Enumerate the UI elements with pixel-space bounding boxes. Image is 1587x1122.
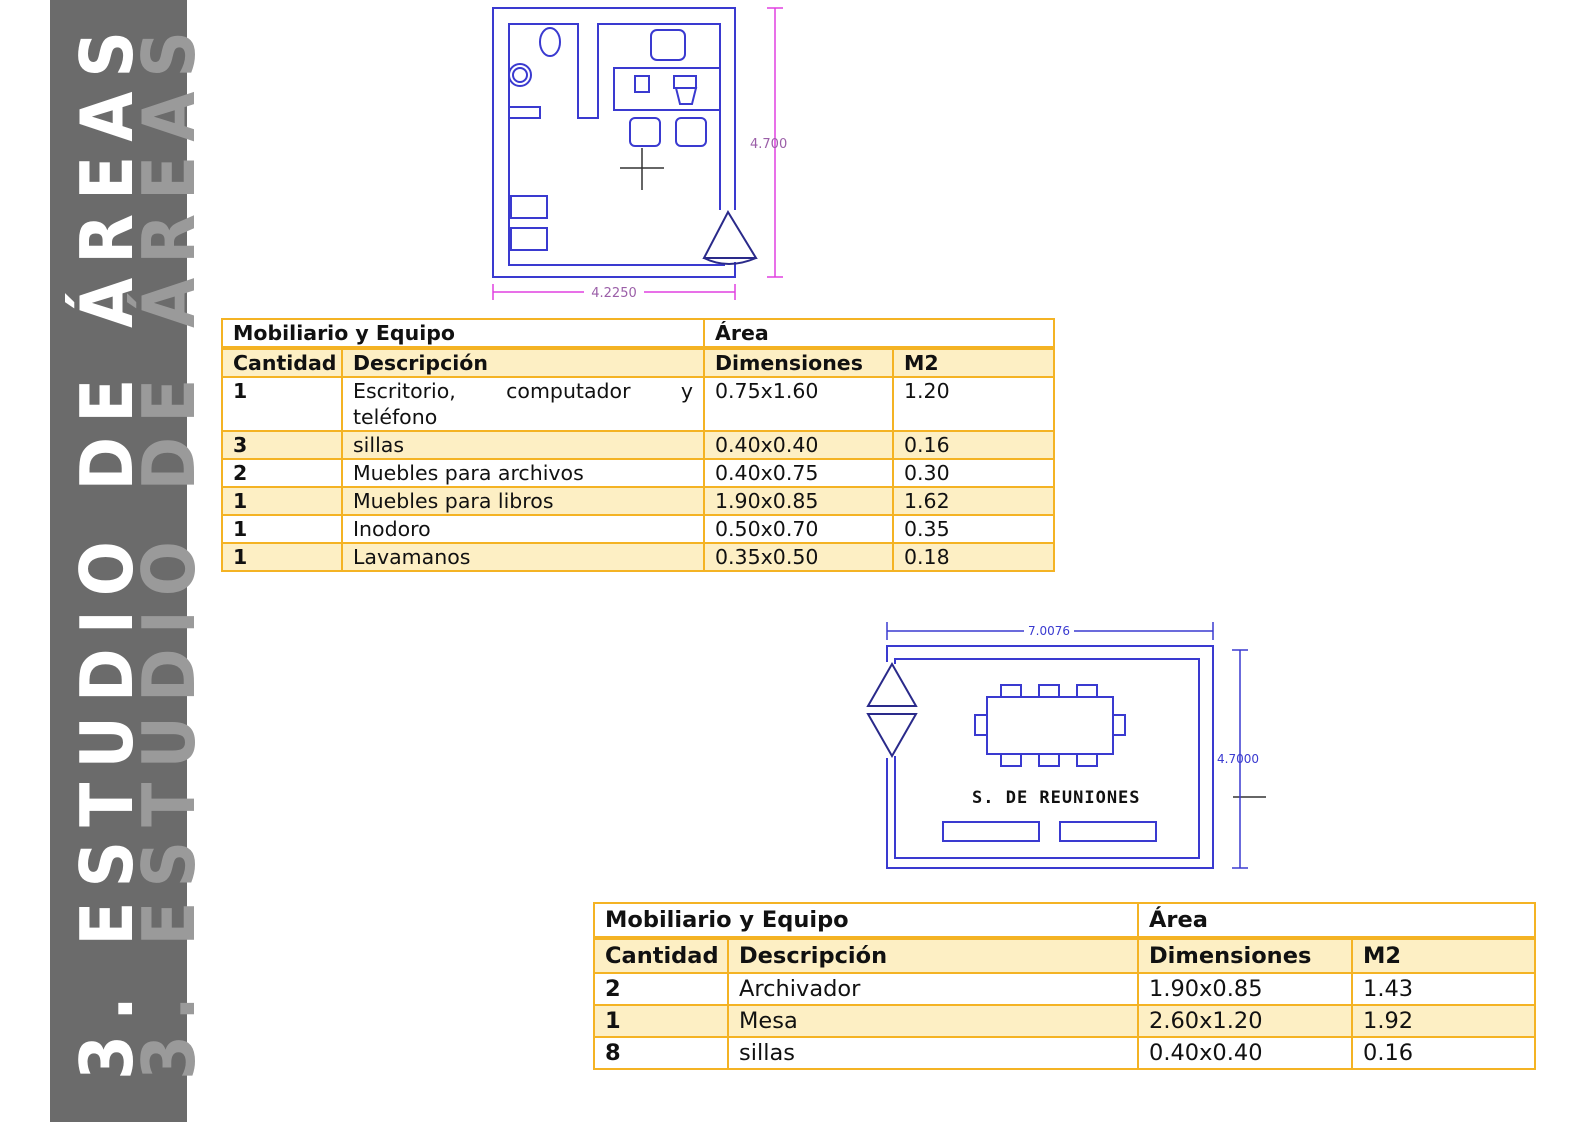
cell-m2: 0.35 — [892, 514, 1055, 544]
header-quantity: Cantidad — [221, 346, 343, 378]
header-area: Área — [703, 318, 1055, 349]
cell-quantity: 1 — [593, 1004, 729, 1038]
cell-dimensions: 0.75x1.60 — [703, 376, 894, 432]
header-dimensions: Dimensiones — [1137, 936, 1353, 974]
cell-quantity: 2 — [221, 458, 343, 488]
cell-m2: 1.20 — [892, 376, 1055, 432]
header-m2: M2 — [1350, 936, 1537, 974]
table-row: 1 Inodoro 0.50x0.70 0.35 — [221, 514, 1055, 544]
office-width-dimension: 4.2250 — [591, 286, 637, 301]
cell-quantity: 1 — [221, 514, 343, 544]
cell-dimensions: 0.40x0.40 — [1137, 1036, 1353, 1070]
table-row: 1 Lavamanos 0.35x0.50 0.18 — [221, 542, 1055, 572]
office-floor-plan: 4.2250 4.700 — [492, 7, 787, 301]
cell-description: Archivador — [727, 972, 1139, 1006]
cell-quantity: 1 — [221, 376, 343, 432]
table-row: 1 Mesa 2.60x1.20 1.92 — [593, 1004, 1537, 1038]
cell-description: Mesa — [727, 1004, 1139, 1038]
header-description: Descripción — [341, 346, 705, 378]
cell-description: Muebles para libros — [341, 486, 705, 516]
header-quantity: Cantidad — [593, 936, 729, 974]
table-row: 1 Escritorio, computador y teléfono 0.75… — [221, 376, 1055, 432]
cell-dimensions: 1.90x0.85 — [703, 486, 894, 516]
table-row: 8 sillas 0.40x0.40 0.16 — [593, 1036, 1537, 1070]
meeting-furniture-table: Mobiliario y Equipo Área Cantidad Descri… — [593, 902, 1537, 1070]
meeting-height-dimension: 4.7000 — [1217, 752, 1259, 766]
cell-m2: 1.62 — [892, 486, 1055, 516]
cell-m2: 0.16 — [892, 430, 1055, 460]
cell-dimensions: 0.40x0.75 — [703, 458, 894, 488]
cell-m2: 1.43 — [1350, 972, 1537, 1006]
cell-dimensions: 0.40x0.40 — [703, 430, 894, 460]
cell-description: Escritorio, computador y teléfono — [341, 376, 705, 432]
cell-m2: 1.92 — [1350, 1004, 1537, 1038]
meeting-room-label: S. DE REUNIONES — [972, 788, 1141, 808]
header-furniture: Mobiliario y Equipo — [593, 902, 1139, 939]
header-dimensions: Dimensiones — [703, 346, 894, 378]
cell-dimensions: 0.35x0.50 — [703, 542, 894, 572]
section-title-reflection: 3. ESTUDIO DE ÁREAS — [127, 16, 211, 1080]
cell-dimensions: 0.50x0.70 — [703, 514, 894, 544]
cell-dimensions: 1.90x0.85 — [1137, 972, 1353, 1006]
cell-quantity: 1 — [221, 486, 343, 516]
cell-description: Muebles para archivos — [341, 458, 705, 488]
header-m2: M2 — [892, 346, 1055, 378]
office-furniture-table: Mobiliario y Equipo Área Cantidad Descri… — [221, 318, 1055, 572]
meeting-width-dimension: 7.0076 — [1028, 624, 1070, 638]
cell-description: sillas — [341, 430, 705, 460]
header-description: Descripción — [727, 936, 1139, 974]
cell-m2: 0.16 — [1350, 1036, 1537, 1070]
cell-m2: 0.30 — [892, 458, 1055, 488]
width-label-bg — [1024, 623, 1074, 639]
width-label-bg — [584, 284, 644, 300]
cell-description: Lavamanos — [341, 542, 705, 572]
cell-dimensions: 2.60x1.20 — [1137, 1004, 1353, 1038]
cell-description: sillas — [727, 1036, 1139, 1070]
header-area: Área — [1136, 902, 1537, 939]
table-row: 2 Archivador 1.90x0.85 1.43 — [593, 972, 1537, 1006]
cell-quantity: 3 — [221, 430, 343, 460]
cell-description: Inodoro — [341, 514, 705, 544]
sidebar-band — [50, 0, 187, 1122]
cell-quantity: 8 — [593, 1036, 729, 1070]
cell-quantity: 2 — [593, 972, 729, 1006]
office-height-dimension: 4.700 — [750, 137, 787, 152]
table-row: 3 sillas 0.40x0.40 0.16 — [221, 430, 1055, 460]
meeting-room-floor-plan: 7.0076 4.7000 S. DE REUNIONES — [866, 622, 1266, 869]
cell-m2: 0.18 — [892, 542, 1055, 572]
table-row: 1 Muebles para libros 1.90x0.85 1.62 — [221, 486, 1055, 516]
header-furniture: Mobiliario y Equipo — [221, 318, 705, 349]
table-row: 2 Muebles para archivos 0.40x0.75 0.30 — [221, 458, 1055, 488]
cell-quantity: 1 — [221, 542, 343, 572]
